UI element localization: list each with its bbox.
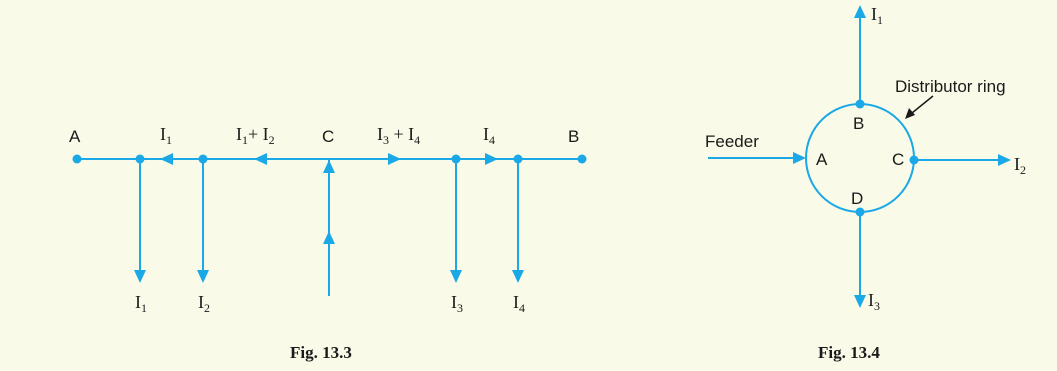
node-c bbox=[909, 155, 919, 165]
arrow-up-feed-low bbox=[323, 231, 335, 244]
node-b bbox=[577, 154, 587, 164]
caption-fig-13-3: Fig. 13.3 bbox=[290, 343, 352, 362]
node-tap-3 bbox=[451, 154, 461, 164]
node-tap-2 bbox=[198, 154, 208, 164]
label-a: A bbox=[816, 150, 828, 169]
arrow-up-feed-high bbox=[323, 160, 335, 173]
top-label-3: I3 + I4 bbox=[377, 124, 420, 147]
caption-fig-13-4: Fig. 13.4 bbox=[818, 343, 880, 362]
fig-13-3: A C B I1 I1+ I2 I3 + I4 I4 I1 I2 I3 I4 F… bbox=[69, 124, 587, 362]
arrow-output-2 bbox=[998, 154, 1011, 166]
label-b: B bbox=[853, 114, 864, 133]
arrow-down-3 bbox=[450, 270, 462, 283]
arrow-down-1 bbox=[134, 270, 146, 283]
node-d bbox=[855, 207, 865, 217]
arrow-right-1 bbox=[388, 153, 401, 165]
bottom-label-2: I2 bbox=[198, 292, 210, 315]
arrow-left-1 bbox=[160, 153, 173, 165]
label-c: C bbox=[892, 150, 904, 169]
label-b: B bbox=[568, 127, 579, 146]
arrow-right-2 bbox=[485, 153, 498, 165]
bottom-label-4: I4 bbox=[513, 292, 525, 315]
arrow-output-1 bbox=[854, 5, 866, 18]
node-tap-1 bbox=[135, 154, 145, 164]
output-label-1: I1 bbox=[871, 4, 883, 27]
top-label-1: I1 bbox=[160, 124, 172, 147]
label-d: D bbox=[851, 189, 863, 208]
ring-label: Distributor ring bbox=[895, 77, 1006, 96]
output-label-2: I2 bbox=[1014, 154, 1026, 177]
arrow-output-3 bbox=[854, 295, 866, 308]
arrow-down-4 bbox=[512, 270, 524, 283]
arrow-feeder bbox=[793, 152, 806, 164]
node-b bbox=[855, 99, 865, 109]
output-label-3: I3 bbox=[868, 290, 880, 313]
arrow-left-2 bbox=[254, 153, 267, 165]
arrow-down-2 bbox=[197, 270, 209, 283]
ring-pointer-arrow bbox=[905, 108, 915, 119]
label-c: C bbox=[322, 127, 334, 146]
top-label-4: I4 bbox=[483, 124, 495, 147]
bottom-label-3: I3 bbox=[451, 292, 463, 315]
feeder-label: Feeder bbox=[705, 132, 759, 151]
top-label-2: I1+ I2 bbox=[236, 124, 275, 147]
bottom-label-1: I1 bbox=[135, 292, 147, 315]
label-a: A bbox=[69, 127, 81, 146]
fig-13-4: B A C D Feeder Distributor ring I1 I2 I3… bbox=[705, 4, 1026, 362]
node-tap-4 bbox=[513, 154, 523, 164]
ring-pointer-line bbox=[911, 95, 934, 114]
node-a bbox=[72, 154, 82, 164]
